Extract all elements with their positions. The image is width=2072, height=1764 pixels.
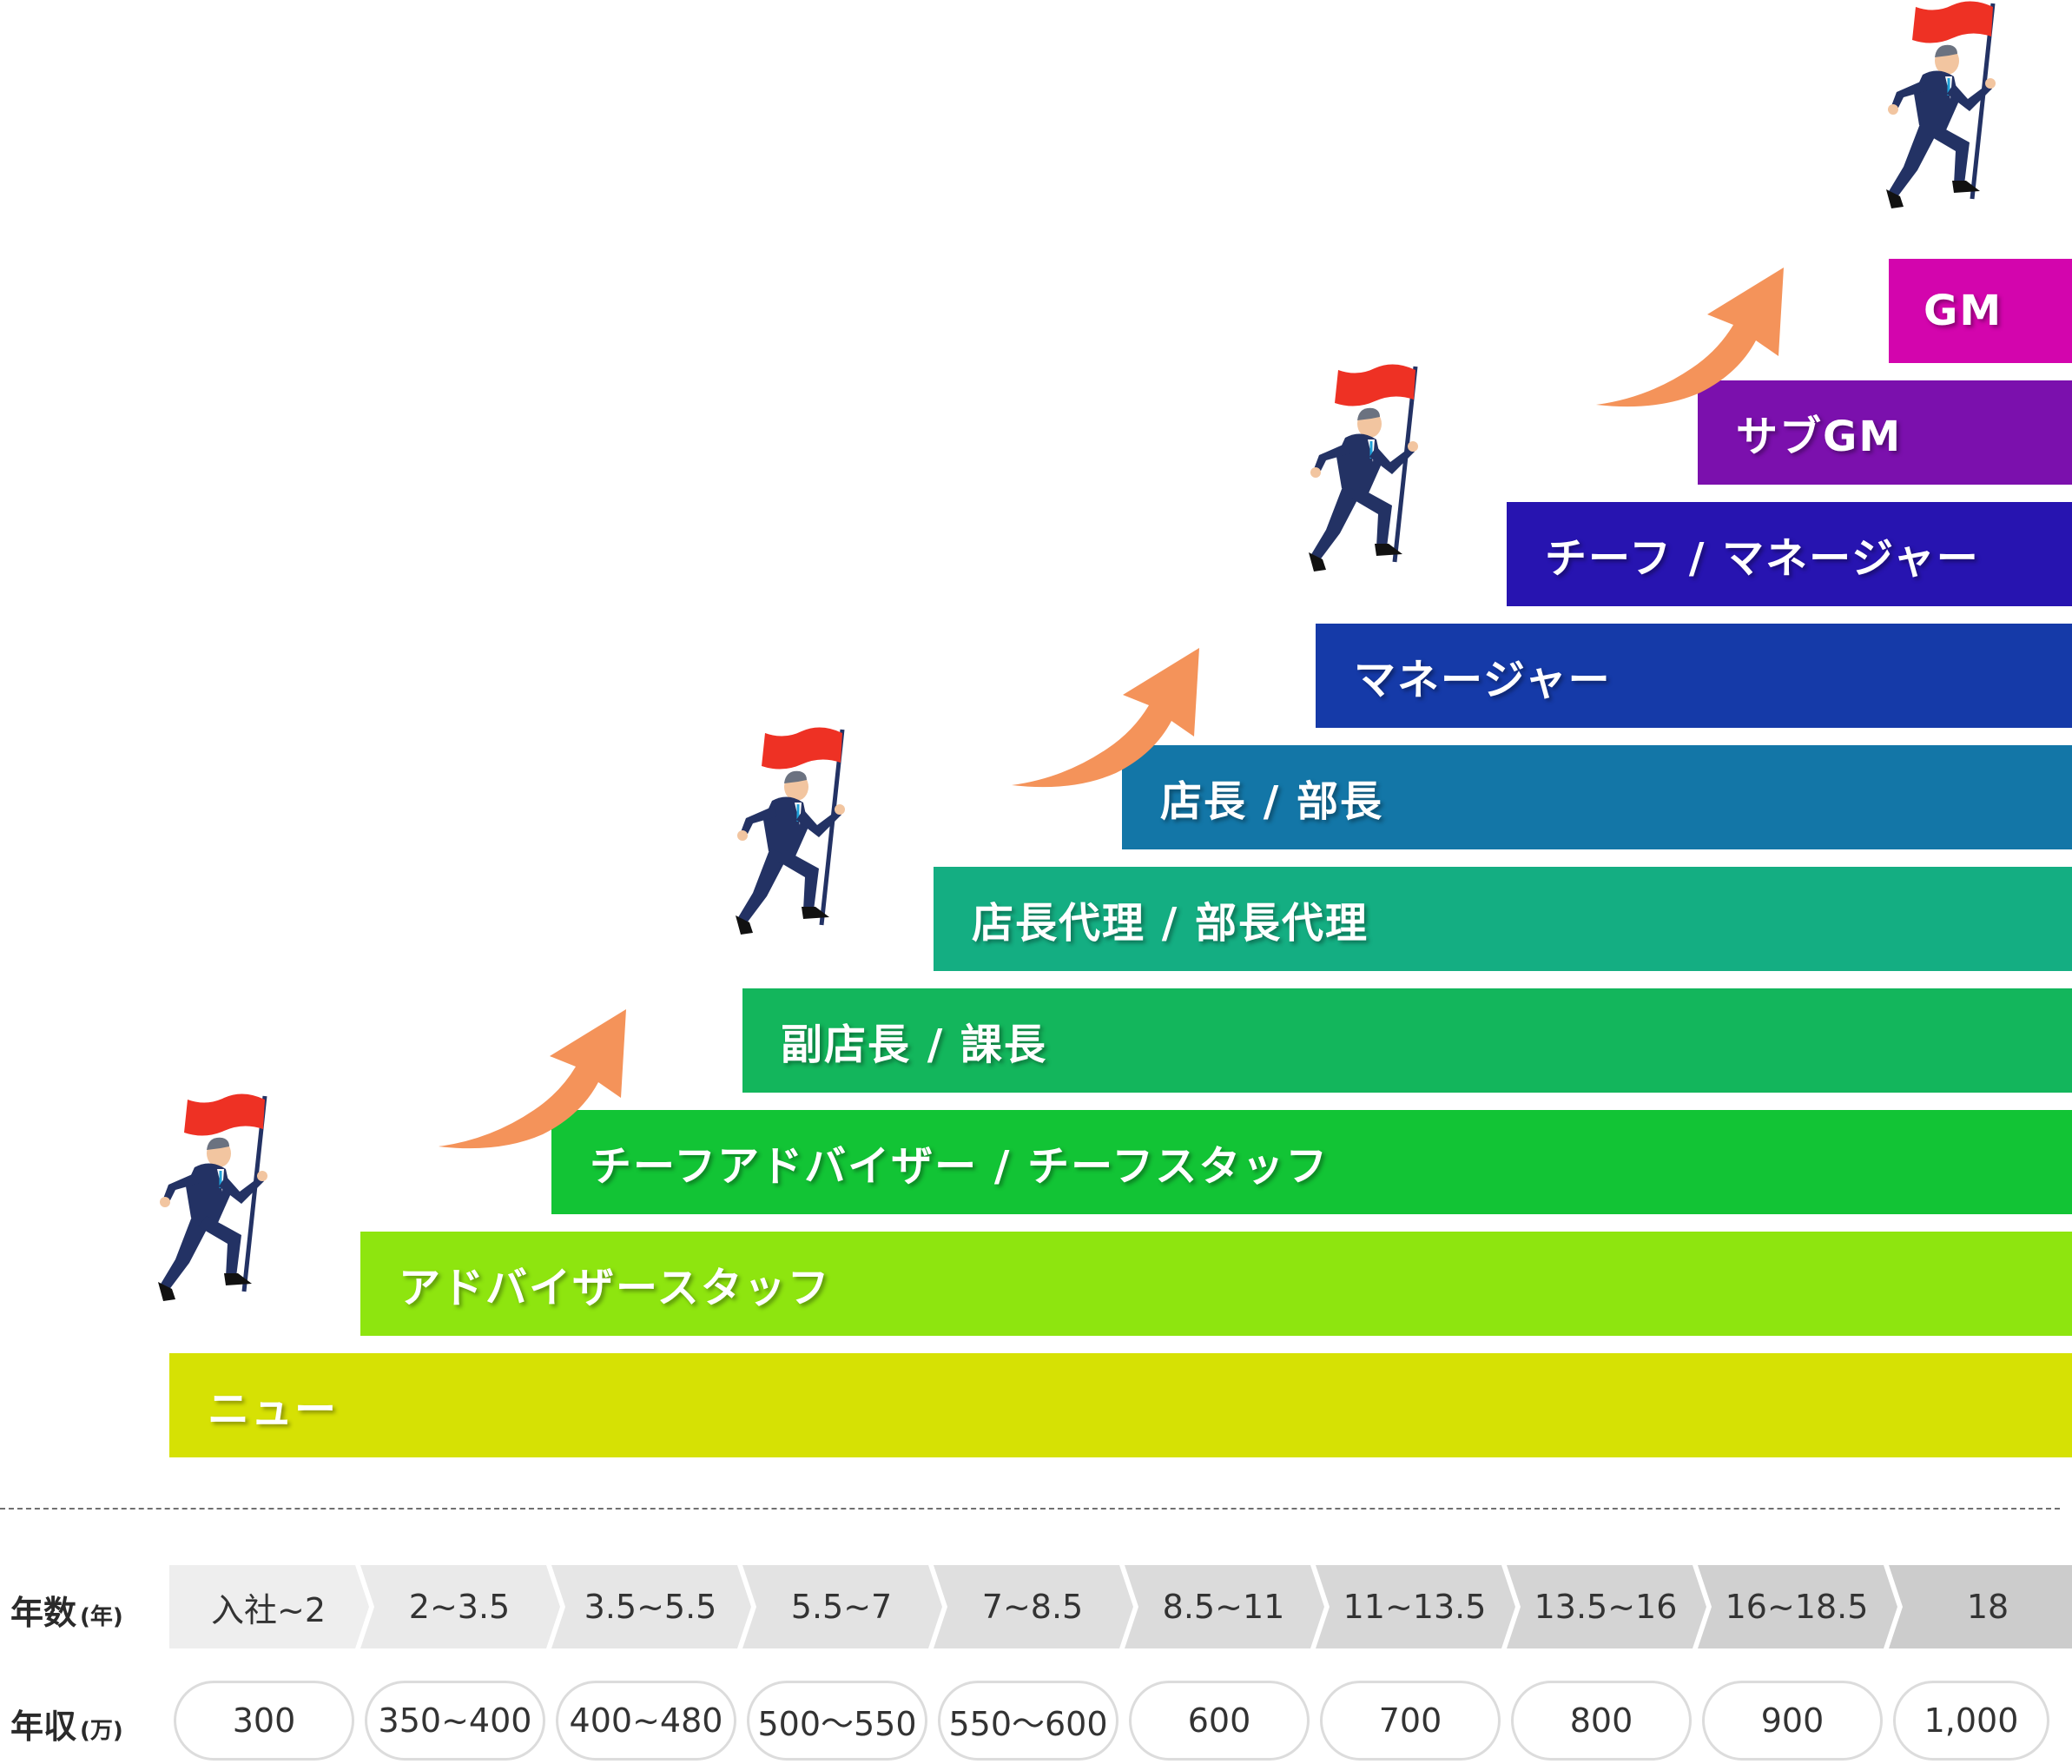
step-bar-label: チーフアドバイザー / チーフスタッフ — [590, 1142, 1330, 1191]
income-pill: 800 — [1511, 1681, 1692, 1761]
years-unit-text: (年) — [80, 1604, 123, 1630]
income-pill: 350~400 — [365, 1681, 545, 1761]
year-chevron — [360, 1565, 560, 1648]
income-pill: 300 — [174, 1681, 354, 1761]
income-label-text: 年収 — [10, 1708, 77, 1746]
income-pill: 900 — [1702, 1681, 1883, 1761]
step-bar-label: マネージャー — [1354, 656, 1612, 704]
income-unit-text: (万) — [80, 1718, 123, 1744]
year-range-label: 7~8.5 — [981, 1588, 1084, 1626]
step-bar-7: マネージャー — [1316, 624, 2072, 728]
step-bar-4: 副店長 / 課長 — [742, 988, 2072, 1093]
step-bar-2: アドバイザースタッフ — [360, 1232, 2072, 1336]
years-label-text: 年数 — [10, 1594, 77, 1632]
year-range-label: 16~18.5 — [1725, 1588, 1869, 1626]
step-bar-5: 店長代理 / 部長代理 — [934, 867, 2072, 971]
dashed-divider — [0, 1508, 2060, 1510]
step-bar-label: GM — [1924, 287, 2003, 335]
years-row-label: 年数(年) — [10, 1586, 123, 1634]
step-bar-label: ニュー — [208, 1385, 339, 1434]
year-chevron — [1698, 1565, 1897, 1648]
year-chevron — [1889, 1565, 2072, 1648]
year-range-label: 5.5~7 — [790, 1588, 893, 1626]
year-chevron — [551, 1565, 751, 1648]
year-chevron — [1507, 1565, 1706, 1648]
year-range-label: 2~3.5 — [408, 1588, 511, 1626]
year-chevron — [1316, 1565, 1515, 1648]
year-range-label: 18 — [1966, 1588, 2009, 1626]
step-bar-6: 店長 / 部長 — [1122, 745, 2072, 849]
income-pill: 600 — [1129, 1681, 1310, 1761]
step-bar-10: GM — [1889, 259, 2072, 363]
year-range-label: 入社~2 — [210, 1590, 327, 1629]
step-bar-label: 副店長 / 課長 — [781, 1021, 1047, 1069]
year-range-label: 8.5~11 — [1162, 1588, 1285, 1626]
year-chevron — [1125, 1565, 1324, 1648]
year-range-label: 11~13.5 — [1343, 1588, 1487, 1626]
step-bar-label: アドバイザースタッフ — [399, 1264, 831, 1312]
step-bar-label: サブGM — [1736, 413, 1903, 461]
year-chevron — [934, 1565, 1133, 1648]
step-bar-label: 店長代理 / 部長代理 — [972, 899, 1369, 948]
income-pill: 700 — [1320, 1681, 1501, 1761]
year-chevron — [742, 1565, 942, 1648]
year-chevron — [169, 1565, 369, 1648]
step-bar-1: ニュー — [169, 1353, 2072, 1457]
income-pill: 550～600 — [938, 1681, 1118, 1761]
income-pill: 400~480 — [556, 1681, 736, 1761]
step-bar-8: チーフ / マネージャー — [1507, 502, 2072, 606]
step-bar-3: チーフアドバイザー / チーフスタッフ — [551, 1110, 2072, 1214]
income-pill: 500～550 — [747, 1681, 927, 1761]
step-bar-label: チーフ / マネージャー — [1545, 534, 1980, 583]
income-pill: 1,000 — [1893, 1681, 2049, 1761]
year-range-label: 3.5~5.5 — [584, 1588, 717, 1626]
income-row-label: 年収(万) — [10, 1700, 123, 1747]
year-range-label: 13.5~16 — [1534, 1588, 1678, 1626]
